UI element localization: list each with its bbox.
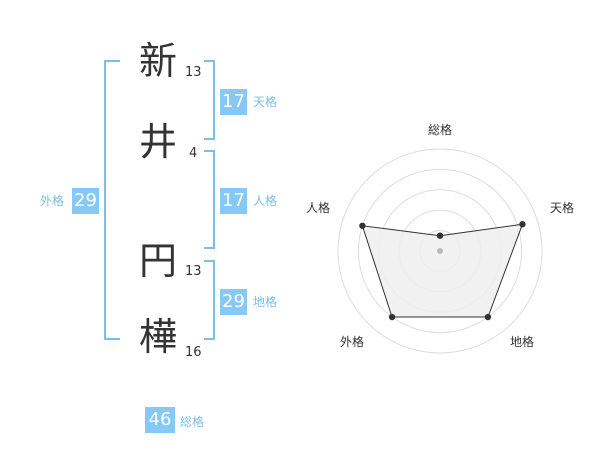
stroke-count-3: 13 — [185, 264, 202, 279]
radar-point-3 — [388, 313, 396, 321]
jinkaku-badge: 17 — [220, 188, 247, 214]
radar-label-soukaku: 総格 — [428, 123, 453, 137]
radar-point-4 — [359, 222, 366, 229]
chikaku-label: 地格 — [253, 295, 278, 309]
radar-polygon — [361, 223, 524, 318]
stroke-count-4: 16 — [185, 345, 202, 360]
radar-point-0 — [436, 232, 444, 239]
gaikaku-badge: 29 — [72, 188, 99, 214]
gaikaku-label: 外格 — [40, 194, 65, 208]
tenkaku-label: 天格 — [253, 95, 278, 109]
radar-label-gaikaku: 外格 — [340, 335, 365, 349]
name-char-3: 円 — [139, 239, 178, 283]
chikaku-badge: 29 — [220, 289, 247, 315]
name-char-4: 樺 — [139, 315, 178, 359]
name-char-2: 井 — [139, 120, 178, 164]
radar-center-point — [437, 248, 443, 254]
stroke-count-2: 4 — [189, 146, 198, 161]
jinkaku-label: 人格 — [253, 194, 278, 208]
soukaku-badge: 46 — [145, 407, 175, 433]
radar-label-tenkaku: 天格 — [550, 201, 575, 215]
radar-ring — [357, 168, 523, 334]
radar-point-1 — [519, 221, 526, 228]
radar-ring — [337, 148, 543, 354]
radar-label-jinkaku: 人格 — [306, 201, 331, 215]
tenkaku-badge: 17 — [220, 89, 247, 115]
stroke-count-1: 13 — [185, 65, 202, 80]
name-char-1: 新 — [139, 39, 178, 83]
radar-label-chikaku: 地格 — [510, 335, 535, 349]
radar-point-2 — [484, 313, 492, 321]
soukaku-label: 総格 — [180, 415, 205, 429]
